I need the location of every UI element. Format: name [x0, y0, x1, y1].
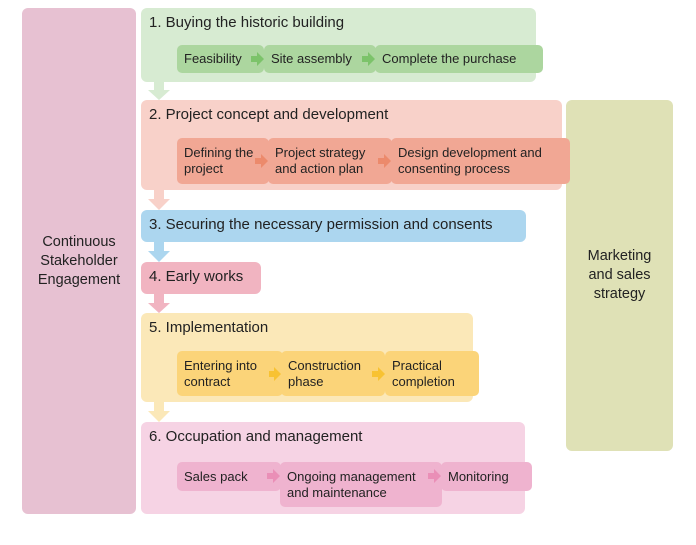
- stage-title: 4. Early works: [149, 268, 244, 285]
- step-entering-contract: Entering into contract: [177, 351, 283, 396]
- stage-title: 6. Occupation and management: [149, 428, 363, 445]
- right-arrow-icon: [267, 469, 280, 483]
- step-sales-pack: Sales pack: [177, 462, 281, 491]
- right-arrow-icon: [428, 469, 441, 483]
- stage-5: 5. Implementation Entering into contract…: [141, 313, 479, 402]
- step-ongoing-management: Ongoing management and maintenance: [280, 462, 442, 507]
- stage-6: 6. Occupation and management Sales pack …: [141, 422, 532, 514]
- step-project-strategy: Project strategy and action plan: [268, 138, 392, 184]
- down-arrow-icon: [148, 242, 170, 262]
- down-arrow-icon: [148, 82, 170, 100]
- step-monitoring: Monitoring: [441, 462, 532, 491]
- down-arrow-icon: [148, 294, 170, 313]
- step-defining-project: Defining the project: [177, 138, 269, 184]
- right-arrow-icon: [378, 154, 391, 168]
- panel-label: Continuous Stakeholder Engagement: [37, 233, 121, 288]
- stage-3: 3. Securing the necessary permission and…: [141, 210, 526, 242]
- right-arrow-icon: [269, 367, 281, 381]
- stage-title: 3. Securing the necessary permission and…: [149, 216, 493, 233]
- stage-title: 2. Project concept and development: [149, 106, 389, 123]
- step-design-development: Design development and consenting proces…: [391, 138, 570, 184]
- step-site-assembly: Site assembly: [264, 45, 376, 73]
- step-feasibility: Feasibility: [177, 45, 264, 73]
- down-arrow-icon: [148, 402, 170, 422]
- right-arrow-icon: [255, 154, 268, 168]
- step-complete-purchase: Complete the purchase: [375, 45, 543, 73]
- down-arrow-icon: [148, 190, 170, 210]
- stage-1: 1. Buying the historic building Feasibil…: [141, 8, 543, 82]
- right-arrow-icon: [362, 52, 375, 66]
- stage-2: 2. Project concept and development Defin…: [141, 100, 570, 190]
- continuous-stakeholder-engagement-panel: Continuous Stakeholder Engagement: [22, 8, 136, 514]
- panel-label: Marketing and sales strategy: [587, 248, 652, 302]
- step-practical-completion: Practical completion: [385, 351, 479, 396]
- marketing-sales-strategy-panel: Marketing and sales strategy: [566, 100, 673, 451]
- stage-title: 5. Implementation: [149, 319, 269, 336]
- stage-4: 4. Early works: [141, 262, 261, 294]
- step-construction-phase: Construction phase: [281, 351, 385, 396]
- stage-title: 1. Buying the historic building: [149, 14, 345, 31]
- right-arrow-icon: [372, 367, 385, 381]
- right-arrow-icon: [251, 52, 264, 66]
